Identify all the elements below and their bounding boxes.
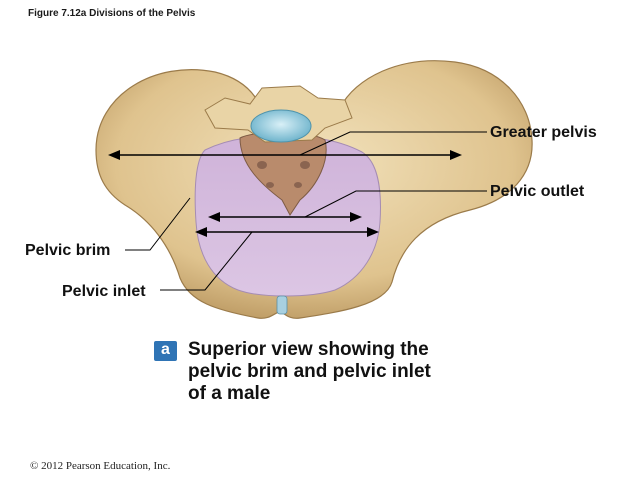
leader-pelvic-brim [125,197,191,251]
label-greater-pelvis: Greater pelvis [490,124,597,141]
leader-pelvic-inlet [160,231,253,291]
intervertebral-disc [250,109,312,143]
caption-block: a Superior view showing the pelvic brim … [154,339,454,409]
panel-badge: a [154,341,177,361]
copyright-notice: © 2012 Pearson Education, Inc. [30,460,171,472]
caption-text: Superior view showing the pelvic brim an… [188,339,431,404]
figure-title: Figure 7.12a Divisions of the Pelvis [28,8,196,19]
leader-greater-pelvis [299,131,487,156]
leader-pelvic-outlet [304,190,487,218]
label-pelvic-outlet: Pelvic outlet [490,183,585,200]
label-pelvic-brim: Pelvic brim [25,242,111,259]
pubic-symphysis [276,295,288,315]
label-pelvic-inlet: Pelvic inlet [62,283,146,300]
